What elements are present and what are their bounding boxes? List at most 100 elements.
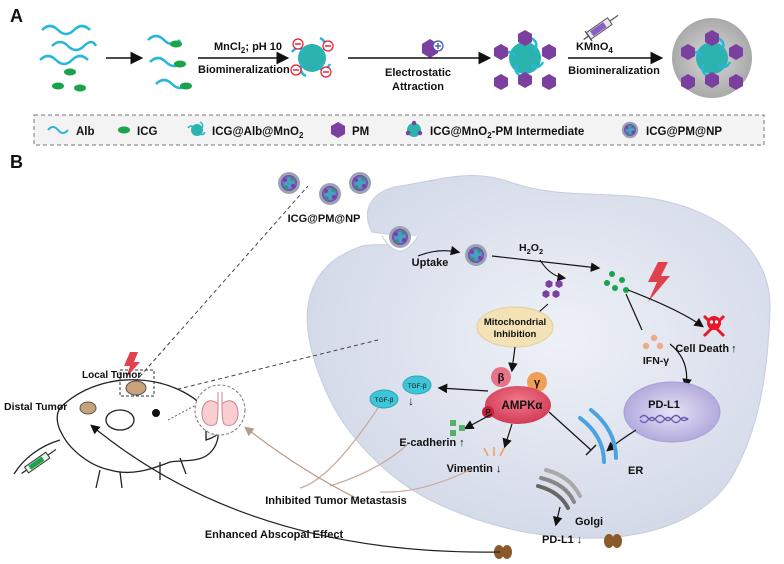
golgi-to-membrane-arrow [552,506,563,527]
pdl1-gene-label: PD-L1 [648,399,680,411]
cell-death-label: Cell Death↑ [675,343,736,355]
nucleus-ellipse [623,381,721,443]
released-pm [542,280,563,298]
distal-tumor-node [79,401,97,415]
tgf-beta-1-label: TGF-β [375,397,394,404]
ampk-label: AMPKα [502,400,543,412]
mouse-syringe-icon [21,448,57,475]
legend-alb-icon [47,126,69,134]
golgi-label: Golgi [575,516,603,528]
panel-a-label: A [10,6,23,26]
icg-dots [52,68,86,92]
pdl1-membrane-label: PD-L1↓ [542,534,582,546]
legend-icg: ICG [137,126,158,138]
nanoparticle-cluster [278,172,371,205]
local-laser-bolt-icon [124,352,140,378]
vimentin-label: Vimentin↓ [447,463,502,475]
lungs-icon [201,392,239,427]
legend-icg-alb-mno2-icon [187,121,206,136]
legend-intermediate: ICG@MnO2-PM Intermediate [430,126,584,140]
legend-icg-icon [118,126,130,134]
icg-alb-complexes [147,34,192,90]
legend-pm: PM [352,126,369,138]
step3-label-2: Biomineralization [568,65,660,77]
mito-to-ampk-arrow [508,346,518,373]
er-icon [578,408,618,464]
icg-to-ifn-line [625,293,643,331]
skull-icon [702,314,726,338]
dna-icon-2 [639,416,689,424]
pm-release-arrow [539,259,567,282]
legend-pm-icon [331,122,345,138]
laser-bolt-icon [648,262,670,302]
nanoparticle-label: ICG@PM@NP [288,213,361,225]
final-nanoparticle [672,18,752,98]
vimentin-icon [483,447,505,457]
tgf-to-metastasis-line [299,407,379,489]
tgf-beta-1 [369,389,399,409]
step3-label: KMnO4 [576,41,613,55]
nucleus-to-er-arrow [606,429,637,452]
icg-to-death-arrow [627,289,704,328]
legend: Alb ICG ICG@Alb@MnO2 PM ICG@MnO2-PM Inte… [33,114,765,146]
ampk-to-golgi-bar [585,444,597,456]
uptake-arrow [417,245,461,257]
tgf-beta-2-label: TGF-β [408,383,427,390]
tgf-beta-2 [402,375,432,395]
step1-label-2: Biomineralization [198,64,290,76]
panel-b-label: B [10,152,23,172]
ifn-dots [642,334,664,350]
ecad-to-metastasis-line [329,443,409,487]
dna-icon [639,414,689,422]
legend-intermediate-icon [405,120,423,137]
uptake-label: Uptake [412,257,449,269]
step1-label: MnCl2; pH 10 [214,41,282,55]
uptake-nanoparticle [389,226,411,248]
inhibited-metastasis-label: Inhibited Tumor Metastasis [265,495,407,507]
released-icg [604,271,629,293]
tumor-cell [306,175,771,539]
metastasis-to-lung-arrow [244,426,357,499]
step2-label: Electrostatic [385,67,451,79]
local-tumor-label: Local Tumor [82,370,141,381]
legend-icg-pm-np: ICG@PM@NP [646,126,722,138]
ecadherin-icon [450,420,465,436]
abscopal-arrow [90,424,501,553]
mouse-illustration [13,379,228,489]
ampk-to-vim-arrow [502,423,513,449]
icg-alb-mno2-particle [290,36,334,78]
ifn-to-pdl1-arrow [669,343,692,389]
alb-strands [39,24,98,66]
ampk-to-ecad-arrow [463,413,493,430]
local-tumor-node [125,380,147,396]
tgf-down-arrow: ↓ [408,394,414,408]
ampk-to-golgi-line [548,411,592,451]
h2o2-arrow [491,255,601,272]
intermediate-particle [494,30,556,90]
ampk-to-tgf-arrow [437,383,489,394]
mito-label-2: Inhibition [494,329,537,340]
distal-tumor-label: Distal Tumor [4,401,67,413]
golgi-icon [536,468,582,510]
gamma-label: γ [534,377,541,389]
step2-label-2: Attraction [392,81,444,93]
ecadherin-label: E-cadherin↑ [399,437,464,449]
er-label: ER [628,465,643,477]
ampk-complex [482,367,551,424]
legend-alb: Alb [76,126,95,138]
beta-label: β [498,372,505,384]
mouse-eye [152,409,160,417]
internalized-nanoparticle [465,244,487,266]
legend-icg-alb-mno2: ICG@Alb@MnO2 [212,126,304,140]
abscopal-label: Enhanced Abscopal Effect [205,529,344,541]
vim-to-metastasis-line [379,469,471,493]
dashed-line-1 [134,185,309,383]
mito-label-1: Mitochondrial [484,317,546,328]
pdl1-receptor-icons [494,534,622,559]
lung-zoom-line [167,404,197,421]
ifn-label: IFN-γ [643,355,669,367]
p-label: P [485,408,491,417]
syringe-icon [583,14,619,42]
local-tumor-box [119,369,155,397]
